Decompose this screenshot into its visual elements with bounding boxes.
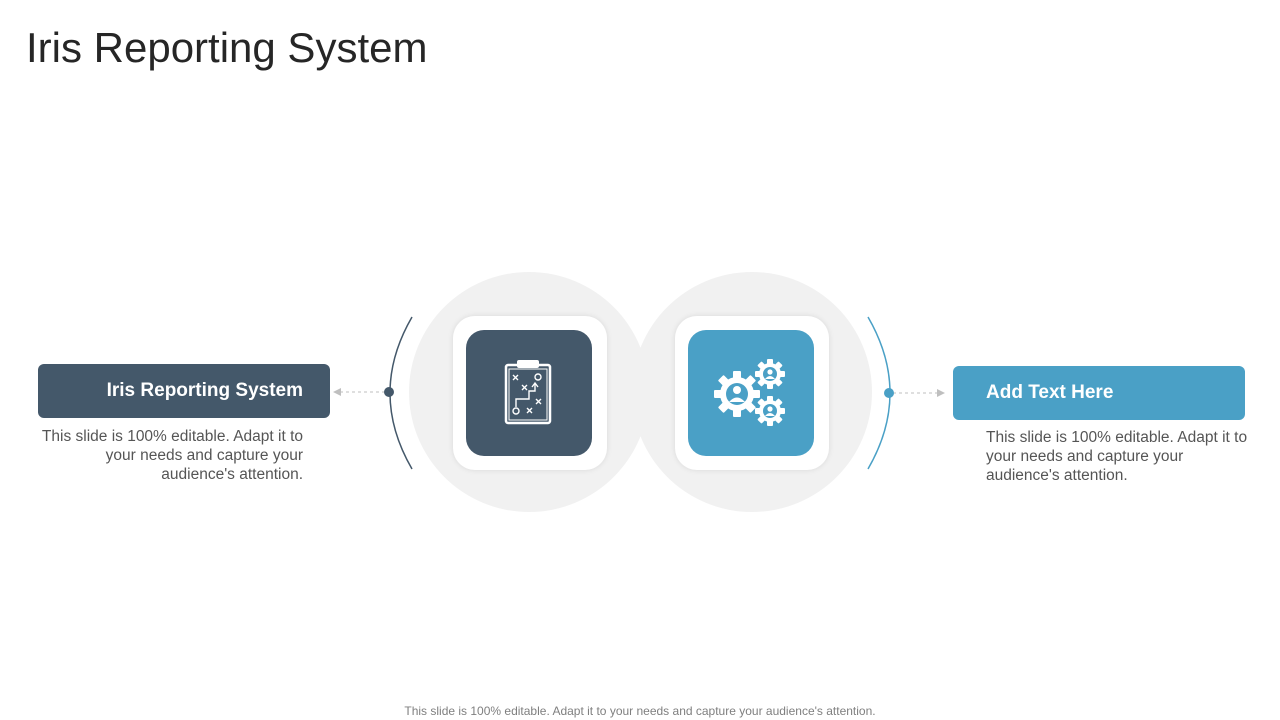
- gears-people-icon: [714, 359, 785, 426]
- right-connector-dot: [884, 388, 894, 398]
- right-arrowhead: [937, 389, 945, 397]
- slide-footer-note: This slide is 100% editable. Adapt it to…: [404, 704, 876, 718]
- slide-title: Iris Reporting System: [26, 24, 428, 71]
- step-description-right: This slide is 100% editable. Adapt it to…: [986, 429, 1248, 484]
- left-connector-dot: [384, 387, 394, 397]
- step-description-left: This slide is 100% editable. Adapt it to…: [41, 428, 303, 483]
- tile-right-inner: [688, 330, 814, 456]
- clipboard-strategy-icon: [504, 360, 552, 425]
- step-label-box-left: Iris Reporting System: [38, 364, 330, 418]
- step-label-left: Iris Reporting System: [106, 380, 303, 401]
- step-label-box-right: Add Text Here: [953, 366, 1245, 420]
- left-arrowhead: [333, 388, 341, 396]
- tile-left-inner: [466, 330, 592, 456]
- tile-left: [453, 316, 607, 470]
- tile-right: [675, 316, 829, 470]
- step-label-right: Add Text Here: [986, 382, 1114, 403]
